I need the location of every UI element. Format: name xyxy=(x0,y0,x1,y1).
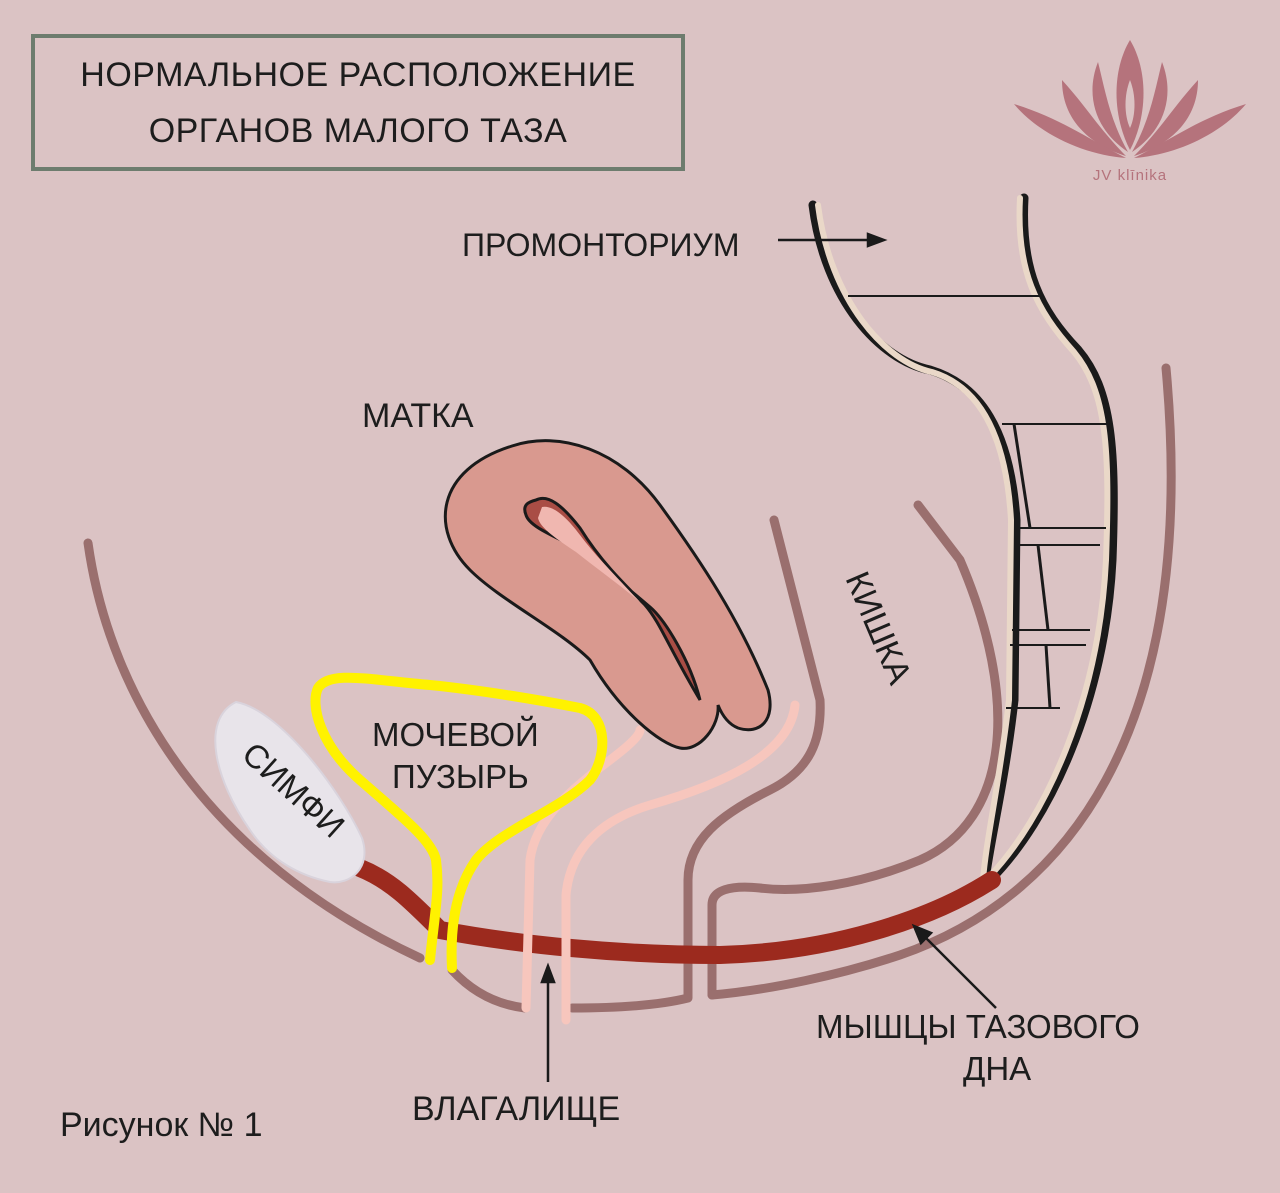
rectum-wall-posterior xyxy=(707,363,1176,1000)
label-vagina: ВЛАГАЛИЩЕ xyxy=(412,1090,620,1128)
figure-caption: Рисунок № 1 xyxy=(60,1106,263,1144)
sacrum xyxy=(808,193,1118,885)
title-line-1: НОРМАЛЬНОЕ РАСПОЛОЖЕНИЕ xyxy=(80,55,636,94)
title-line-2: ОРГАНОВ МАЛОГО ТАЗА xyxy=(148,111,568,150)
label-pelvic-floor-line-1: МЫШЦЫ ТАЗОВОГО xyxy=(816,1008,1140,1045)
label-pelvic-floor-line-2: ДНА xyxy=(963,1050,1031,1087)
logo: JV klīnika xyxy=(1014,40,1246,184)
logo-text: JV klīnika xyxy=(1093,167,1167,184)
lotus-icon xyxy=(1014,40,1246,158)
label-bladder-line-1: МОЧЕВОЙ xyxy=(372,716,539,753)
label-bladder-line-2: ПУЗЫРЬ xyxy=(392,758,529,795)
pelvic-floor-muscle xyxy=(351,859,1001,965)
vertebra-lines xyxy=(848,295,1110,709)
bladder xyxy=(310,672,608,973)
label-intestine: КИШКА xyxy=(838,566,919,690)
pelvic-floor-arrow xyxy=(921,933,997,1009)
pelvis-outline xyxy=(83,363,1176,1013)
title: НОРМАЛЬНОЕ РАСПОЛОЖЕНИЕ ОРГАНОВ МАЛОГО Т… xyxy=(80,47,635,159)
label-uterus: МАТКА xyxy=(362,397,474,435)
perineum-mid xyxy=(567,515,825,1013)
symphysis xyxy=(214,700,366,884)
title-box: НОРМАЛЬНОЕ РАСПОЛОЖЕНИЕ ОРГАНОВ МАЛОГО Т… xyxy=(31,34,685,171)
perineum-front xyxy=(447,965,530,1013)
arrows xyxy=(540,232,997,1082)
vagina xyxy=(521,700,800,1025)
uterus xyxy=(443,439,772,750)
rectum-wall-anterior xyxy=(707,500,1003,1000)
label-promontory: ПРОМОНТОРИУМ xyxy=(462,227,740,263)
anterior-wall xyxy=(83,538,425,963)
